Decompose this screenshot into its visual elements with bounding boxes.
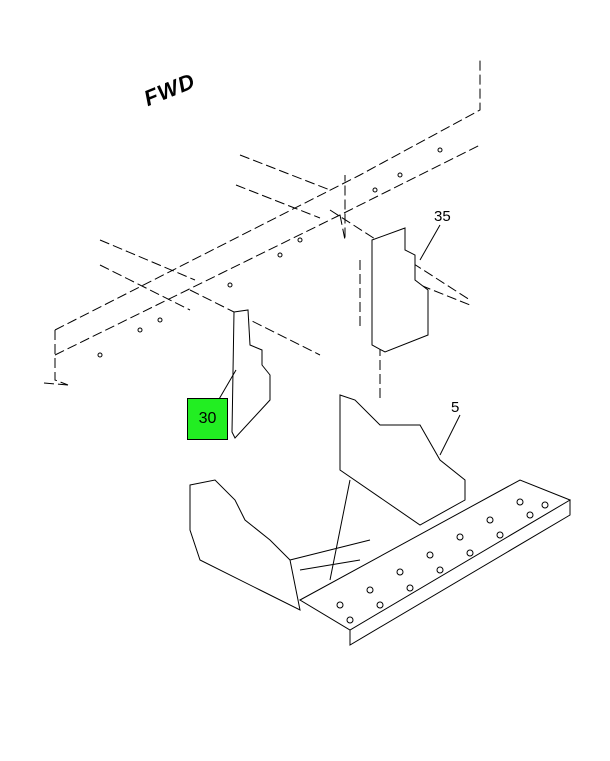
callout-35: 35 (434, 208, 451, 225)
frame-rail (43, 60, 481, 400)
leader-5 (439, 414, 461, 456)
tread-holes (336, 498, 549, 624)
bracket-35 (371, 227, 429, 353)
step-bracket-5 (339, 394, 466, 526)
leader-35 (419, 224, 441, 261)
rail-holes (97, 147, 443, 358)
callout-30-highlighted[interactable]: 30 (187, 398, 228, 440)
bracket-30 (231, 309, 271, 439)
callout-5: 5 (451, 399, 460, 416)
step-left-bracket (189, 479, 301, 611)
step-braces (289, 479, 371, 581)
